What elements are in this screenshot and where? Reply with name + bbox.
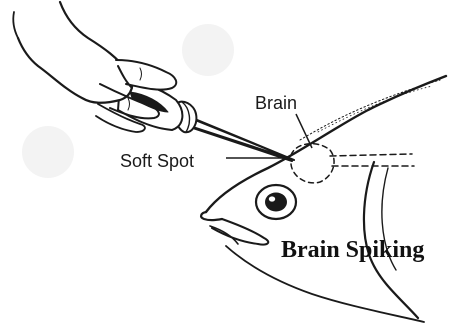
brain-label: Brain xyxy=(255,94,297,112)
hand-wrist-edge xyxy=(13,12,18,38)
spike-shaft-lower-edge xyxy=(190,127,292,161)
spike-shaft-upper-edge xyxy=(190,117,294,160)
fish-back-texture-2 xyxy=(318,86,432,132)
fish-lower-jaw xyxy=(212,219,268,245)
figure-caption: Brain Spiking xyxy=(281,238,424,262)
brain-leader-line xyxy=(296,114,312,148)
fish-eye-pupil xyxy=(265,193,287,212)
soft-spot-label: Soft Spot xyxy=(120,152,194,170)
spinal-cord-upper xyxy=(330,154,412,156)
brain-region-outline xyxy=(291,144,334,183)
fish-snout xyxy=(201,212,222,220)
hand-palm xyxy=(18,2,132,103)
fish-head xyxy=(201,76,446,322)
fish-eye-highlight xyxy=(269,196,275,201)
